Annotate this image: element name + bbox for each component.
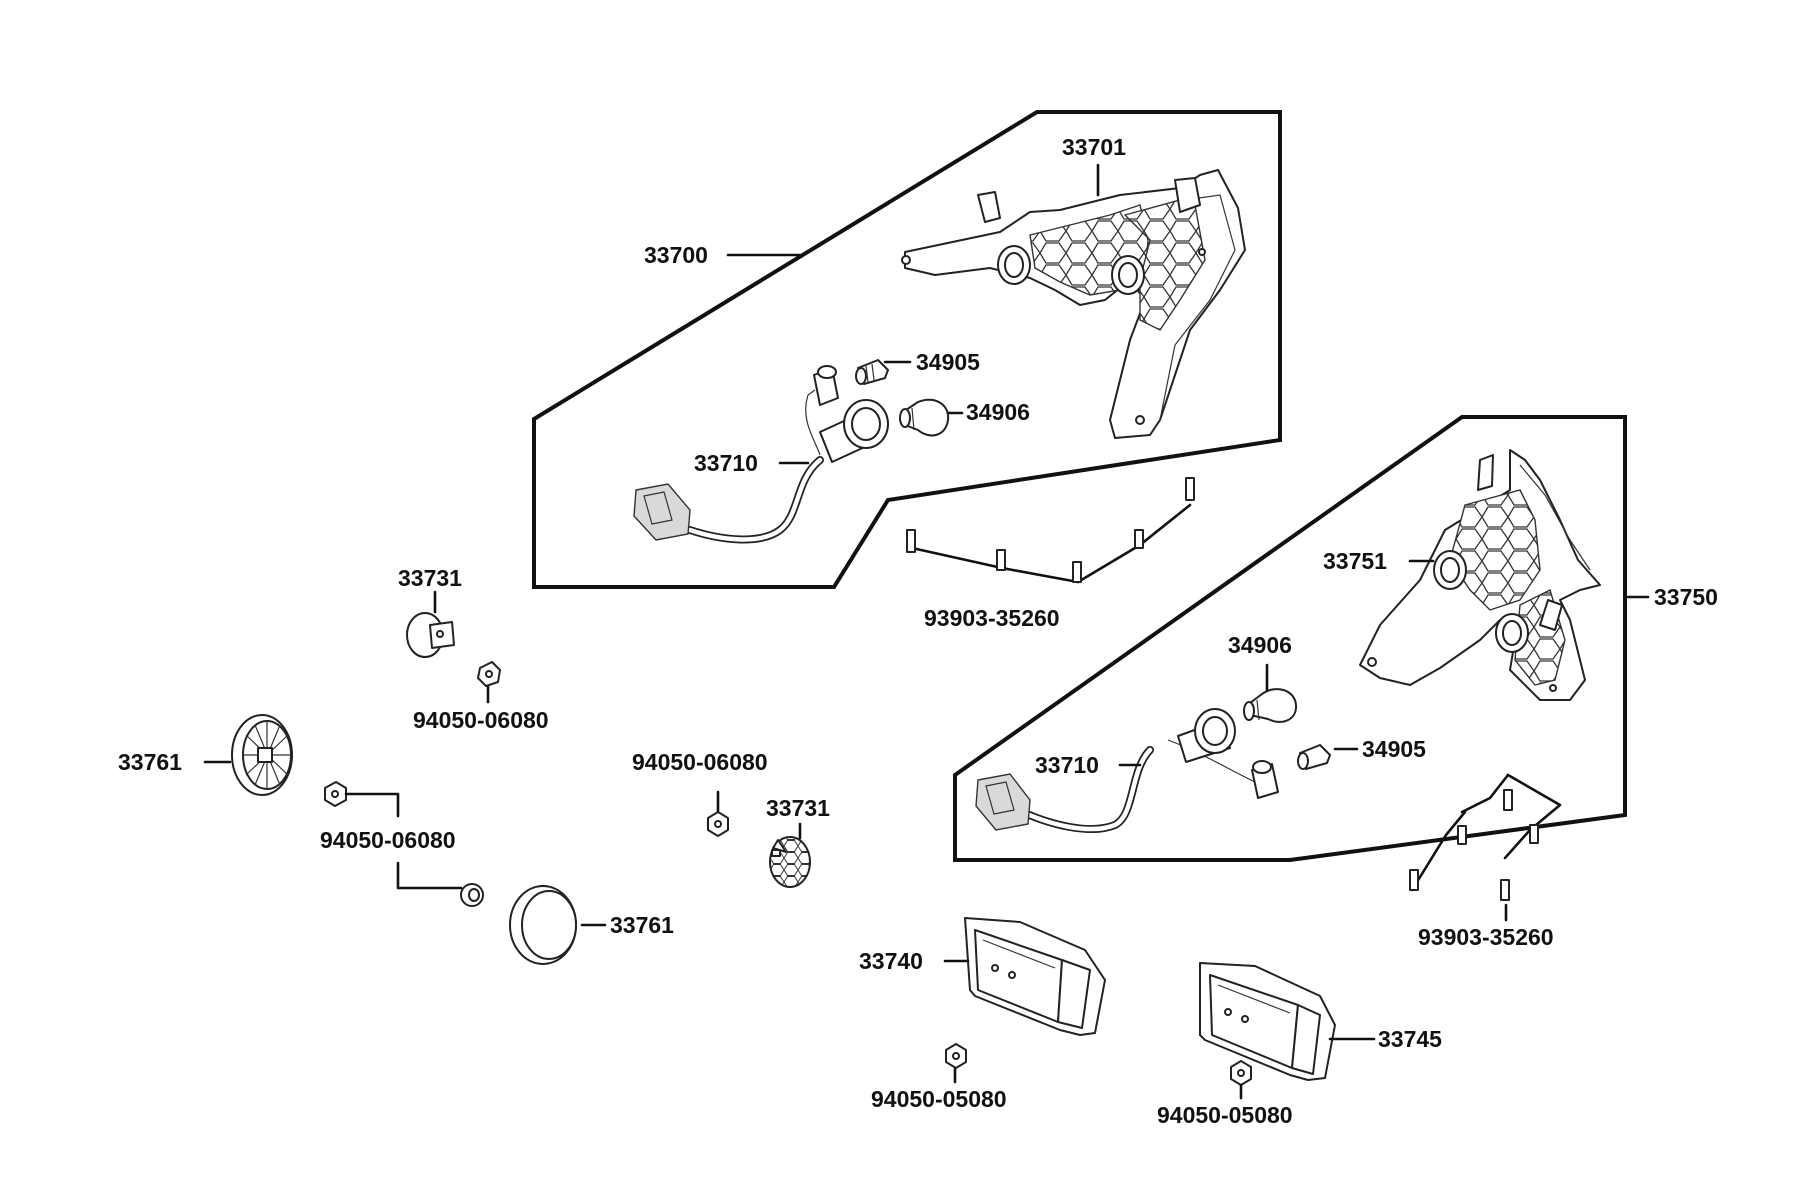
- nut-94050-06080-low: [460, 883, 484, 907]
- nut-94050-06080-mid: [324, 781, 347, 807]
- label-33701: 33701: [1062, 134, 1126, 160]
- label-93903-35260-bottom: 93903-35260: [1418, 924, 1554, 950]
- housing-33745: [1199, 962, 1336, 1081]
- nut-94050-05080-left: [945, 1043, 967, 1069]
- leader-94050-06080-mid: [344, 792, 400, 818]
- label-94050-06080-right: 94050-06080: [632, 749, 768, 775]
- label-33751: 33751: [1323, 548, 1387, 574]
- label-33745: 33745: [1378, 1026, 1442, 1052]
- label-93903-35260-top: 93903-35260: [924, 605, 1060, 631]
- screws-93903-35260-top: [906, 477, 1195, 584]
- label-94050-05080-left: 94050-05080: [871, 1086, 1007, 1112]
- bulb-34906-right: [1243, 688, 1298, 723]
- label-33761-lower: 33761: [610, 912, 674, 938]
- lens-housing-33701: [901, 169, 1246, 439]
- lens-housing-33751: [1359, 449, 1601, 701]
- leader-94050-06080-low: [396, 861, 463, 890]
- label-34905-right: 34905: [1362, 736, 1426, 762]
- label-33710-right: 33710: [1035, 752, 1099, 778]
- reflector-33731-upper: [406, 612, 455, 658]
- group-outline-33700: [532, 110, 1282, 589]
- bulb-34905-left: [855, 359, 889, 385]
- group-outline-33750: [953, 415, 1627, 862]
- label-33740: 33740: [859, 948, 923, 974]
- label-34906-left: 34906: [966, 399, 1030, 425]
- label-33700: 33700: [644, 242, 708, 268]
- housing-33740: [964, 917, 1106, 1036]
- nut-94050-06080-upper: [477, 661, 501, 687]
- label-33731-lower: 33731: [766, 795, 830, 821]
- socket-harness-33710-left: [633, 365, 889, 544]
- bulb-34906-left: [899, 398, 950, 437]
- screws-93903-35260-bottom: [1409, 773, 1562, 901]
- label-33761-upper: 33761: [118, 749, 182, 775]
- cap-33761-lower: [509, 885, 577, 965]
- label-34906-right: 34906: [1228, 632, 1292, 658]
- label-94050-05080-right: 94050-05080: [1157, 1102, 1293, 1128]
- reflector-33731-lower: [769, 836, 811, 888]
- label-33731-upper: 33731: [398, 565, 462, 591]
- nut-94050-05080-right: [1230, 1060, 1252, 1086]
- reflector-33761-upper: [231, 714, 293, 796]
- label-33710-left: 33710: [694, 450, 758, 476]
- socket-harness-33710-right: [975, 708, 1279, 834]
- label-34905-left: 34905: [916, 349, 980, 375]
- label-94050-06080-upper: 94050-06080: [413, 707, 549, 733]
- label-94050-06080-mid: 94050-06080: [320, 827, 456, 853]
- bulb-34905-right: [1297, 744, 1331, 770]
- nut-94050-06080-right: [707, 811, 729, 837]
- label-33750: 33750: [1654, 584, 1718, 610]
